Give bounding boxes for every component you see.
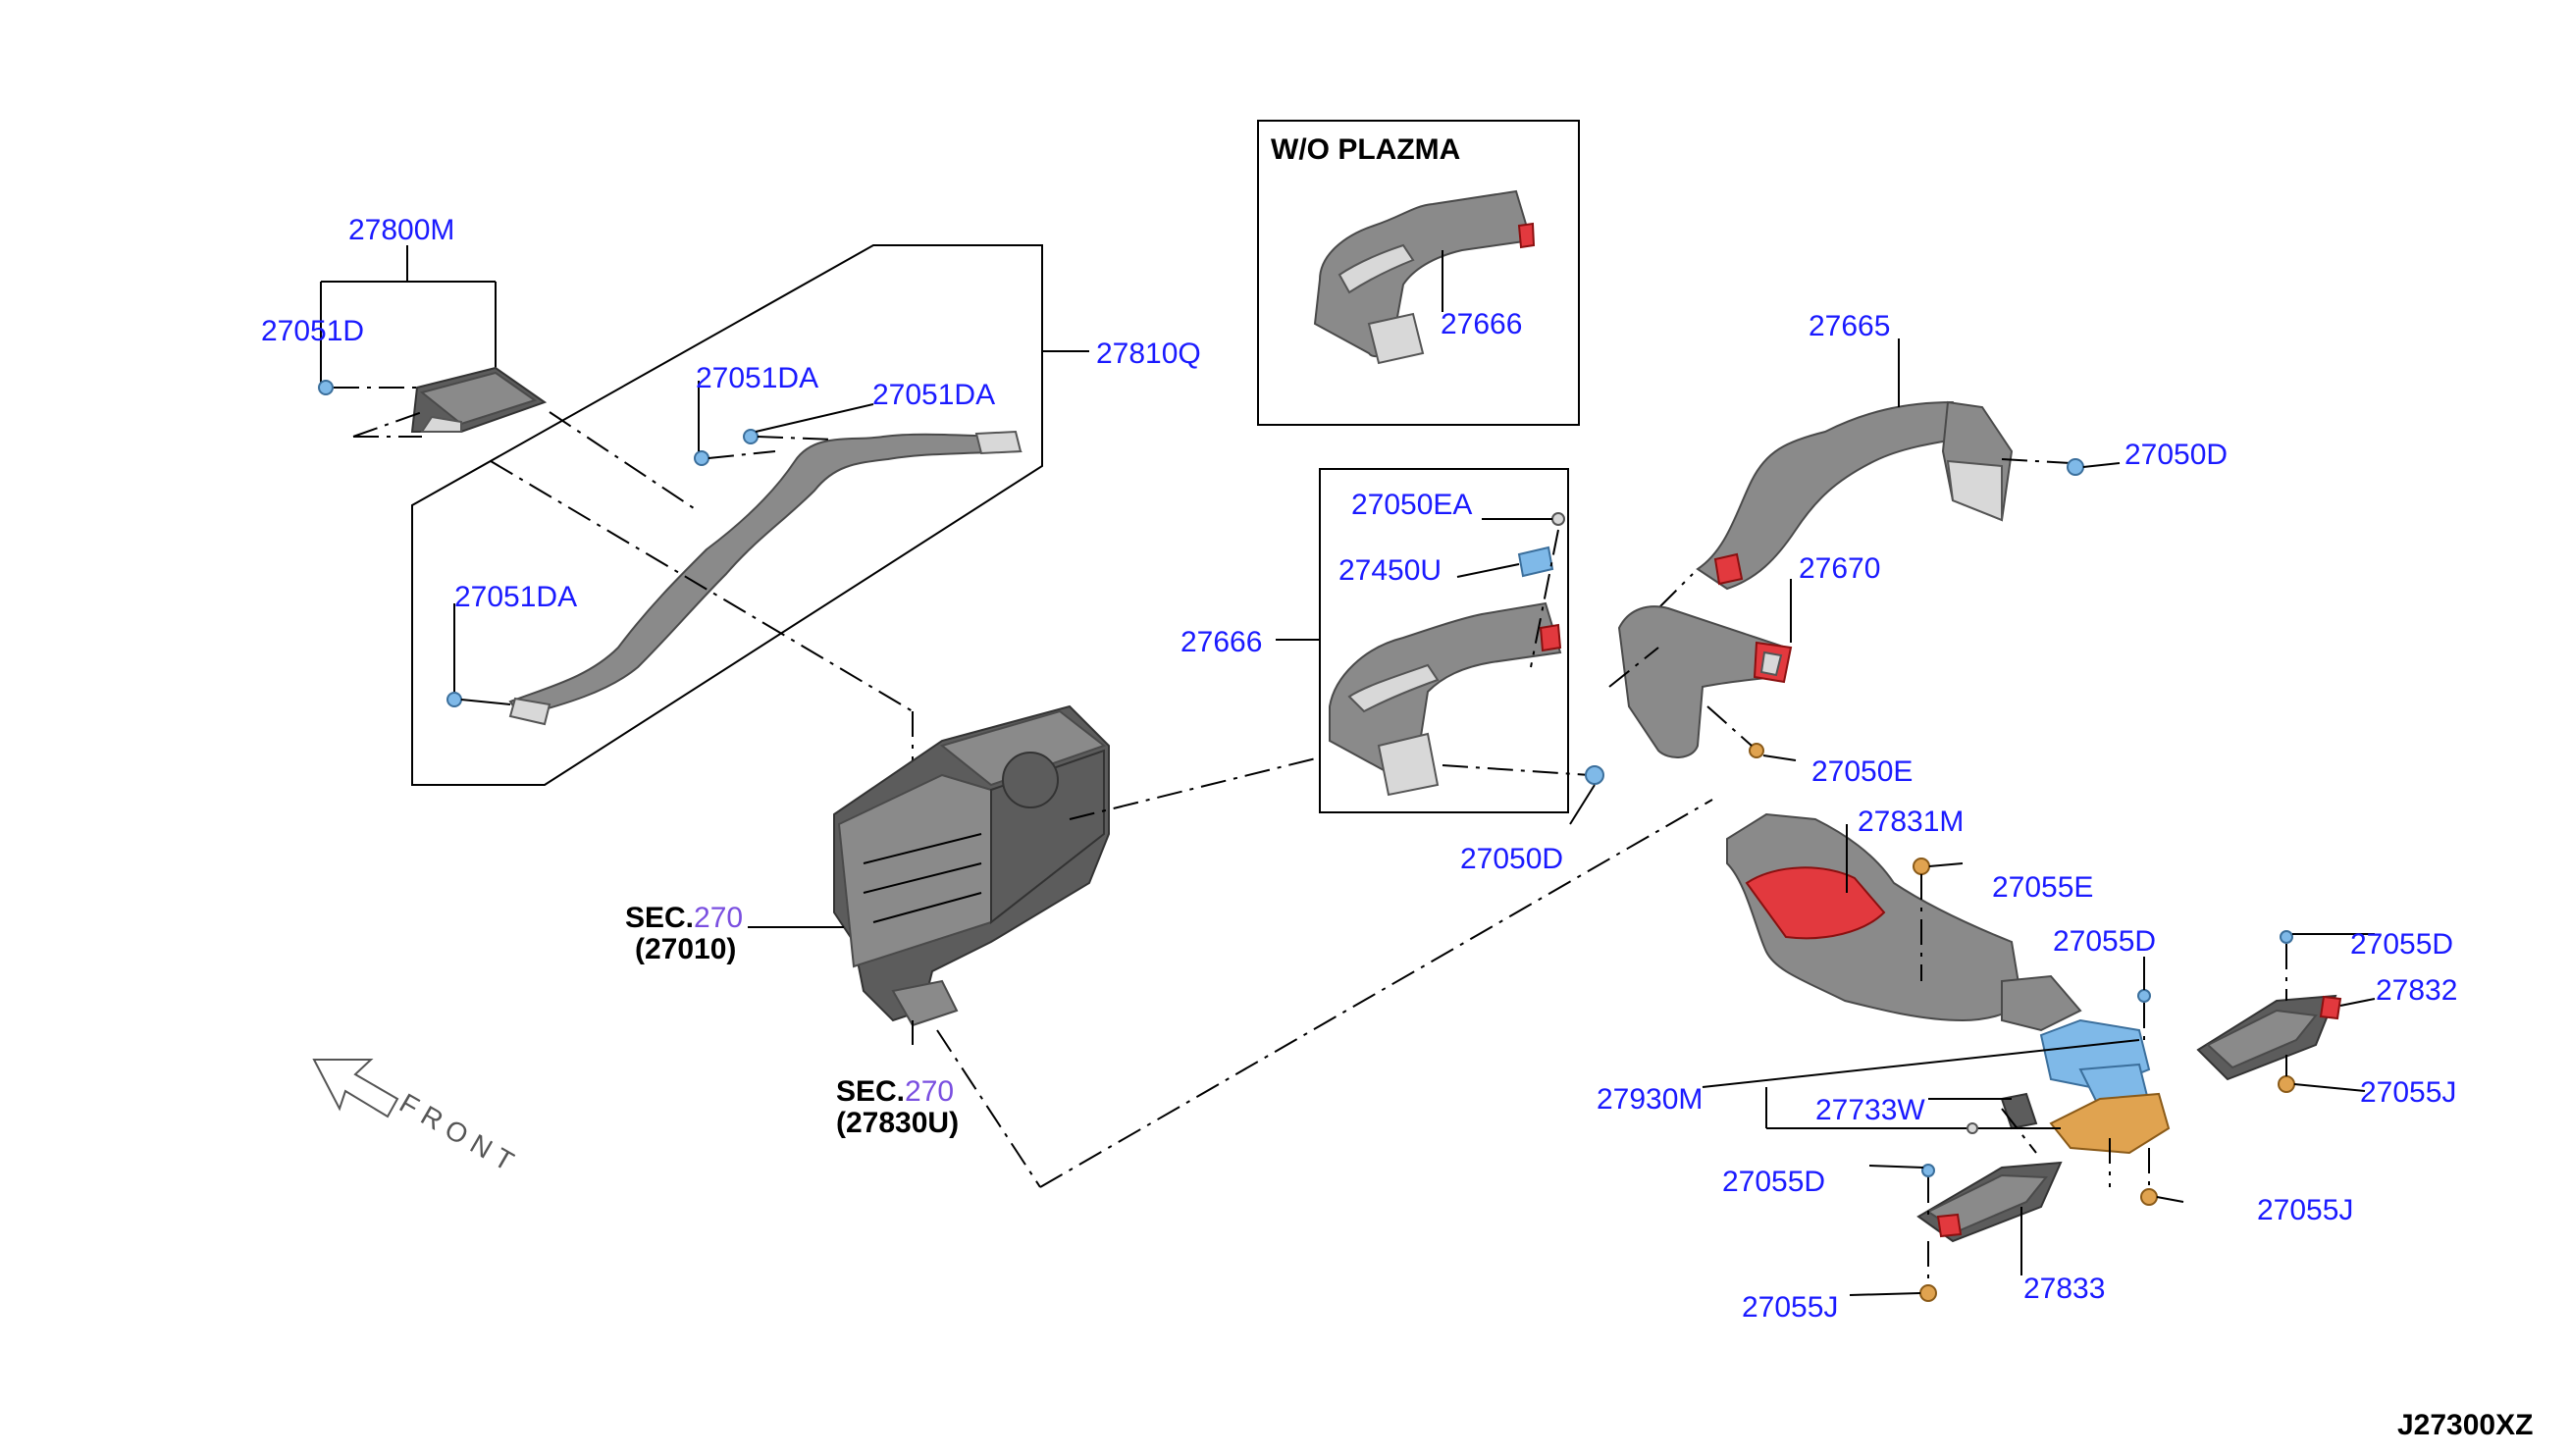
sec-prefix-2: SEC.	[836, 1075, 905, 1108]
label-27050EA[interactable]: 27050EA	[1351, 489, 1472, 521]
heater-unit-sec270	[833, 704, 1110, 1027]
label-27055J-1[interactable]: 27055J	[2360, 1076, 2456, 1109]
sec-sub-27010: (27010)	[635, 933, 736, 965]
module-27930M	[2000, 1018, 2171, 1155]
clip-27055J-lower	[1849, 1241, 1937, 1302]
label-27050E[interactable]: 27050E	[1811, 755, 1913, 788]
label-27055D-2[interactable]: 27055D	[2350, 928, 2453, 961]
duct-27666-wo-plazma	[1313, 189, 1536, 365]
duct-27831M	[1726, 812, 2082, 1032]
bracket-part-27800M	[410, 366, 548, 433]
label-27450U[interactable]: 27450U	[1338, 554, 1442, 587]
label-27055D-1[interactable]: 27055D	[2053, 925, 2156, 958]
clip-27055J-right	[2278, 1055, 2366, 1093]
duct-27665	[1696, 338, 2014, 591]
sec-number-1[interactable]: 270	[694, 902, 743, 934]
label-27055J-3[interactable]: 27055J	[1742, 1291, 1838, 1324]
label-27055E[interactable]: 27055E	[1992, 871, 2093, 904]
label-27050D-mid[interactable]: 27050D	[1460, 843, 1563, 875]
wo-plazma-title: W/O PLAZMA	[1271, 133, 1460, 166]
wo-plazma-box	[1257, 120, 1580, 426]
sec-label-27830U[interactable]: SEC.270	[836, 1075, 954, 1108]
clip-27055D-right	[2280, 930, 2375, 1001]
label-27666-wo-plazma[interactable]: 27666	[1441, 308, 1522, 340]
label-27832[interactable]: 27832	[2376, 974, 2457, 1007]
duct-27833	[1916, 1161, 2063, 1275]
sec-prefix-1: SEC.	[625, 902, 694, 934]
label-27930M[interactable]: 27930M	[1597, 1083, 1703, 1116]
duct-27666	[1329, 601, 1562, 797]
clip-27055J-bottom-mid	[2109, 1138, 2184, 1206]
screw-27050E	[1749, 743, 1797, 761]
group-outline-27810Q	[411, 244, 1043, 786]
label-27051DA-3[interactable]: 27051DA	[454, 581, 577, 613]
duct-27670	[1617, 579, 1793, 758]
label-27733W[interactable]: 27733W	[1815, 1094, 1925, 1126]
label-27831M[interactable]: 27831M	[1858, 806, 1964, 838]
bracket-27450U	[1456, 546, 1554, 578]
label-27833[interactable]: 27833	[2023, 1273, 2105, 1305]
duct-27810Q	[446, 429, 1023, 726]
callout-27800M-bracket	[320, 245, 497, 388]
sec-sub-27830U: (27830U)	[836, 1107, 959, 1139]
clip-27055D-mid	[2137, 957, 2151, 1040]
sec-label-27010[interactable]: SEC.270	[625, 902, 743, 934]
label-27665[interactable]: 27665	[1809, 310, 1890, 342]
front-label: FRONT	[394, 1087, 526, 1180]
label-27666[interactable]: 27666	[1180, 626, 1262, 658]
label-27810Q[interactable]: 27810Q	[1096, 338, 1201, 370]
front-arrow-icon: FRONT	[312, 1059, 526, 1180]
label-27055D-3[interactable]: 27055D	[1722, 1166, 1825, 1198]
label-27051DA-2[interactable]: 27051DA	[872, 379, 995, 411]
label-27055J-2[interactable]: 27055J	[2257, 1194, 2353, 1226]
label-27051DA-1[interactable]: 27051DA	[696, 362, 818, 394]
sec-number-2[interactable]: 270	[905, 1075, 954, 1108]
clip-27050EA	[1482, 512, 1565, 526]
clip-27051D	[318, 380, 423, 438]
clip-27055D-lower	[1868, 1164, 1935, 1217]
label-27050D-top[interactable]: 27050D	[2124, 439, 2228, 471]
label-27800M[interactable]: 27800M	[348, 214, 454, 246]
label-27670[interactable]: 27670	[1799, 552, 1880, 585]
duct-27832	[2196, 994, 2376, 1081]
label-27051D[interactable]: 27051D	[261, 315, 364, 347]
diagram-code: J27300XZ	[2397, 1409, 2533, 1441]
clip-27055E	[1913, 858, 1964, 981]
